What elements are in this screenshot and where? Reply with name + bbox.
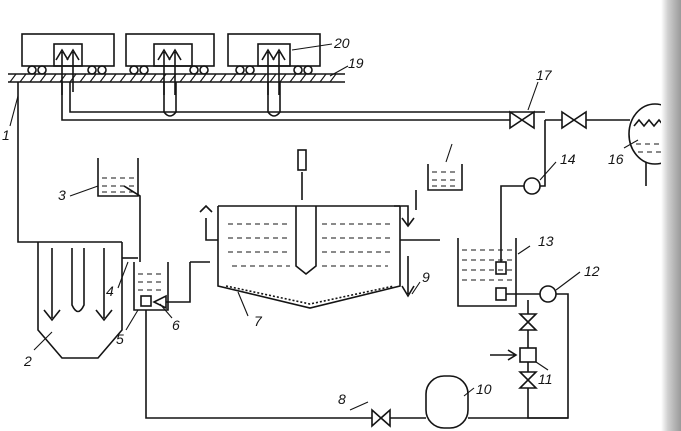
label-7: 7 (254, 313, 263, 329)
page-edge-shadow (661, 0, 681, 431)
label-3: 3 (58, 187, 66, 203)
label-12: 12 (584, 263, 600, 279)
label-9: 9 (422, 269, 430, 285)
mixer-5 (133, 262, 375, 419)
label-5: 5 (116, 331, 124, 347)
filter-assembly-11 (490, 300, 568, 419)
label-16: 16 (608, 151, 624, 167)
wagon-1 (21, 33, 115, 75)
clarifier-7 (190, 149, 440, 309)
label-20: 20 (333, 35, 350, 51)
drain-line (17, 82, 122, 243)
label-10: 10 (476, 381, 492, 397)
label-14: 14 (560, 151, 576, 167)
pump-14 (523, 120, 546, 195)
clean-water-tank-13 (457, 185, 540, 307)
label-17: 17 (536, 67, 553, 83)
label-6: 6 (172, 317, 180, 333)
label-11: 11 (538, 371, 553, 387)
storage-tank-10 (371, 375, 469, 429)
reagent-tank-right (415, 164, 463, 210)
callout-labels: 1 2 3 4 5 6 7 8 9 10 11 12 13 14 16 17 1… (2, 35, 624, 407)
label-4: 4 (106, 283, 114, 299)
reagent-tank-3 (97, 158, 141, 262)
grit-chamber (37, 242, 138, 359)
wagon-2 (125, 33, 215, 75)
valve-17 (509, 110, 592, 130)
wash-water-drops (61, 82, 545, 121)
label-1: 1 (2, 127, 10, 143)
label-13: 13 (538, 233, 554, 249)
wagon-3 (227, 33, 321, 75)
leader-lines (9, 43, 639, 411)
wash-nozzle-arrows (55, 48, 286, 95)
label-2: 2 (23, 353, 32, 369)
pump-12 (468, 285, 569, 419)
rail-track (8, 73, 345, 83)
label-8: 8 (338, 391, 346, 407)
label-19: 19 (348, 55, 364, 71)
